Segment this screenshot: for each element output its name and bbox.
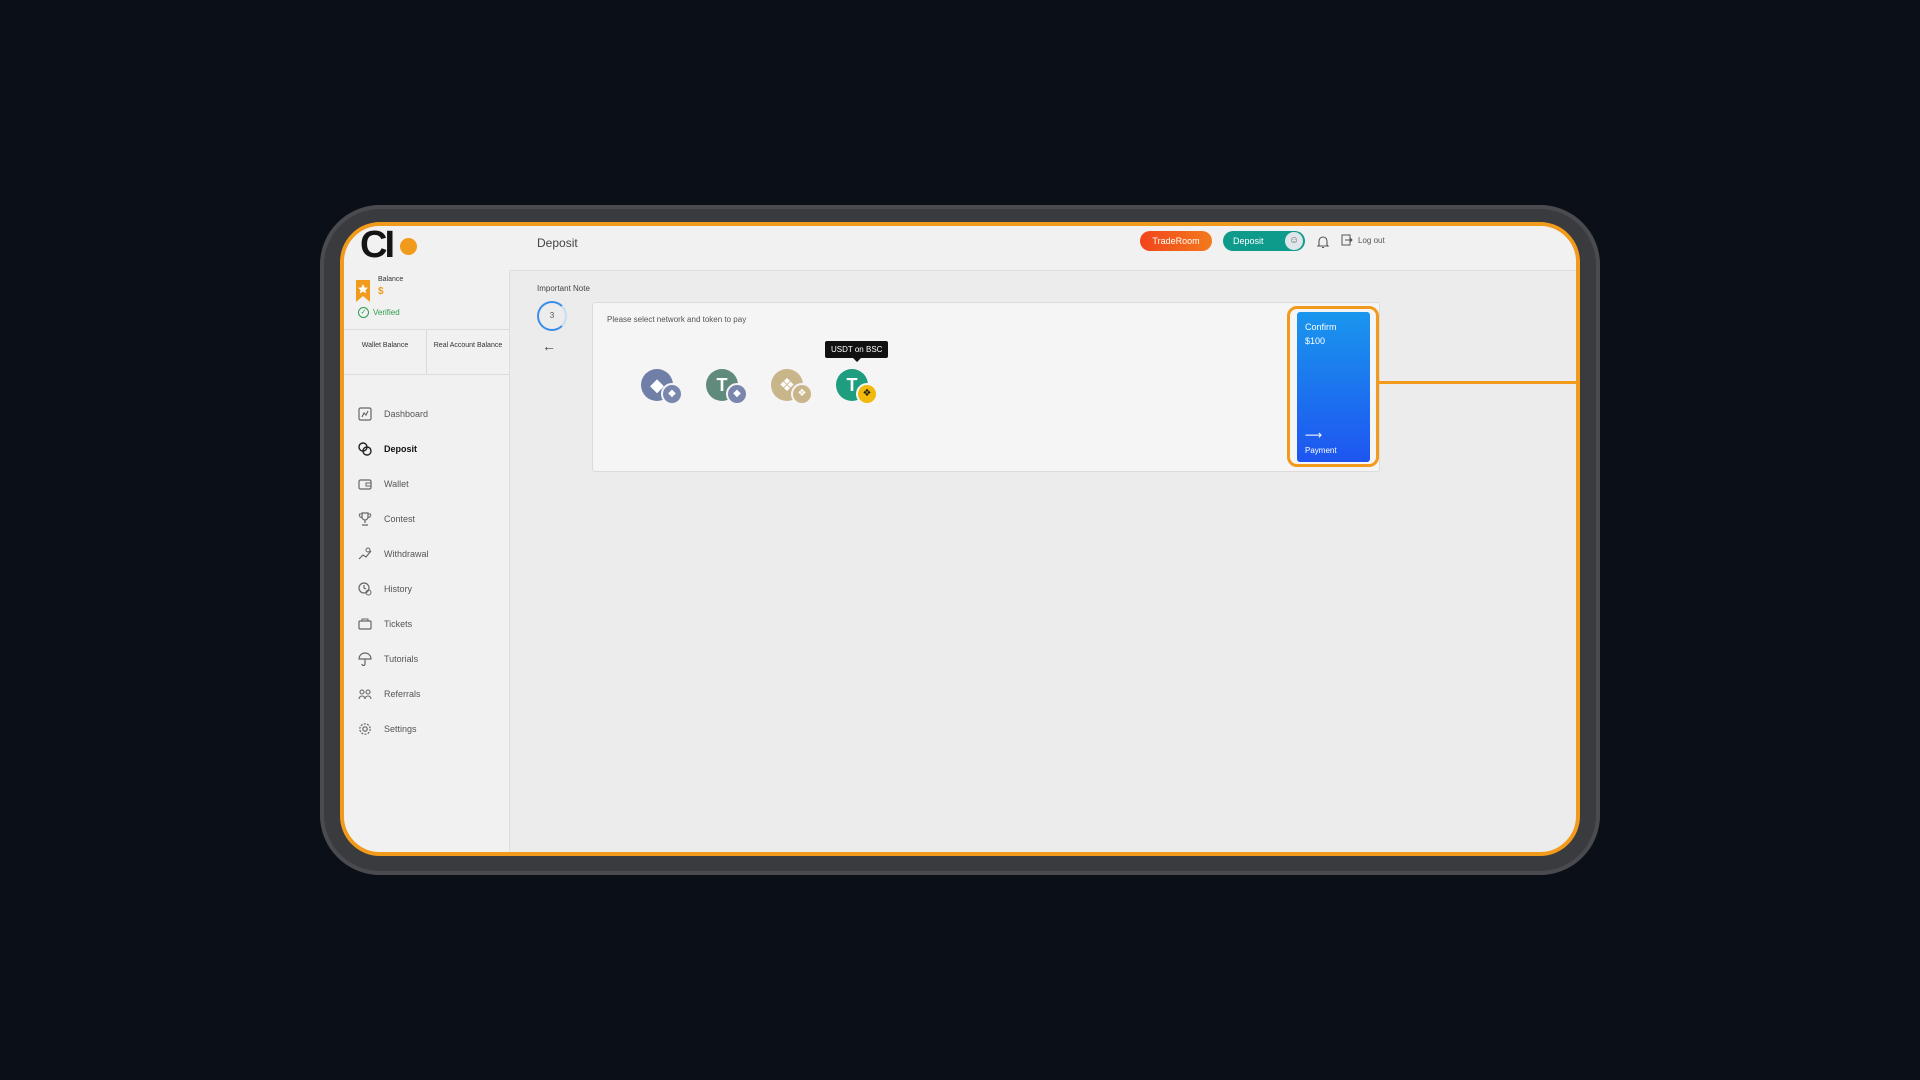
important-note-label: Important Note: [537, 284, 590, 293]
history-icon: [358, 581, 372, 595]
payment-label: Payment: [1305, 446, 1337, 455]
verified-label: Verified: [373, 308, 400, 317]
sidebar-item-dashboard[interactable]: Dashboard: [358, 396, 508, 431]
step-indicator: 3: [537, 301, 567, 331]
deposit-button-label: Deposit: [1233, 236, 1264, 246]
top-bar: Deposit TradeRoom Deposit ☺ Log out: [509, 226, 1576, 271]
confirm-label: Confirm $100: [1305, 320, 1337, 348]
ticket-icon: [358, 618, 372, 630]
coin-tooltip: USDT on BSC: [825, 341, 889, 362]
coin-bnb-on-bsc[interactable]: ❖ ❖: [771, 369, 813, 409]
app-screen: CI Balance $ ✓ Verified Wallet Balance R…: [340, 222, 1580, 856]
sidebar-item-label: Referrals: [384, 688, 421, 699]
deposit-icon: [358, 441, 372, 456]
dashboard-icon: [358, 406, 372, 421]
sidebar-item-tickets[interactable]: Tickets: [358, 606, 508, 641]
sidebar-item-label: Tickets: [384, 618, 413, 629]
sidebar-item-label: Wallet: [384, 478, 409, 489]
sidebar-item-label: Tutorials: [384, 653, 419, 664]
sidebar-item-contest[interactable]: Contest: [358, 501, 508, 536]
trophy-icon: [358, 511, 372, 526]
sidebar-item-label: Contest: [384, 513, 416, 524]
avatar[interactable]: ☺: [1285, 232, 1303, 250]
account-balance-row: Wallet Balance Real Account Balance: [344, 329, 509, 375]
sidebar-item-wallet[interactable]: Wallet: [358, 466, 508, 501]
bsc-network-icon: ❖: [791, 383, 813, 405]
wallet-balance-tab[interactable]: Wallet Balance: [344, 330, 427, 374]
coin-list: ◆ ◆ T ◆ ❖ ❖ T ❖: [641, 369, 878, 409]
logo-text: CI: [360, 224, 395, 266]
balance-label: Balance: [378, 276, 404, 283]
gear-icon: [359, 722, 371, 735]
withdrawal-icon: [358, 547, 372, 559]
logout-label: Log out: [1358, 235, 1385, 245]
bell-icon[interactable]: [1316, 235, 1330, 249]
confirm-text: Confirm: [1305, 322, 1337, 332]
logo-dot: [400, 238, 417, 255]
sidebar-nav: Dashboard Deposit Wallet Contest Withdra…: [358, 396, 508, 746]
sidebar-item-label: Deposit: [384, 443, 418, 454]
sidebar-item-withdrawal[interactable]: Withdrawal: [358, 536, 508, 571]
referrals-icon: [358, 688, 372, 699]
confirm-amount: $100: [1305, 336, 1326, 346]
sidebar-item-label: History: [384, 583, 413, 594]
sidebar-item-referrals[interactable]: Referrals: [358, 676, 508, 711]
sidebar-item-history[interactable]: History: [358, 571, 508, 606]
balance-value: $: [378, 286, 384, 297]
logo[interactable]: CI: [360, 226, 420, 266]
sidebar-item-tutorials[interactable]: Tutorials: [358, 641, 508, 676]
wallet-icon: [358, 478, 372, 490]
sidebar-item-settings[interactable]: Settings: [358, 711, 508, 746]
page-title: Deposit: [537, 236, 578, 250]
sidebar-item-label: Withdrawal: [384, 548, 429, 559]
coin-usdt-on-bsc[interactable]: T ❖: [836, 369, 878, 409]
traderoom-button[interactable]: TradeRoom: [1140, 231, 1212, 251]
logout-link[interactable]: Log out: [1341, 234, 1385, 246]
confirm-payment-button[interactable]: Confirm $100 ⟶ Payment: [1297, 312, 1370, 462]
sidebar: CI Balance $ ✓ Verified Wallet Balance R…: [344, 226, 510, 852]
deposit-button[interactable]: Deposit ☺: [1223, 231, 1305, 251]
confirm-highlight: [1287, 306, 1379, 467]
ribbon-star-icon: [356, 280, 370, 302]
network-token-card: Please select network and token to pay ◆…: [592, 302, 1380, 472]
card-title: Please select network and token to pay: [607, 315, 747, 324]
callout-line: [1376, 381, 1578, 384]
real-account-balance-tab[interactable]: Real Account Balance: [433, 342, 503, 349]
sidebar-item-label: Dashboard: [384, 408, 429, 419]
verified-status: ✓ Verified: [358, 307, 400, 318]
ethereum-network-icon: ◆: [726, 383, 748, 405]
coin-eth-on-eth[interactable]: ◆ ◆: [641, 369, 683, 409]
check-circle-icon: ✓: [358, 307, 369, 318]
sidebar-item-deposit[interactable]: Deposit: [358, 431, 508, 466]
ethereum-network-icon: ◆: [661, 383, 683, 405]
coin-usdt-on-eth[interactable]: T ◆: [706, 369, 748, 409]
sidebar-item-label: Settings: [384, 723, 417, 734]
bsc-network-icon: ❖: [856, 383, 878, 405]
back-arrow-icon[interactable]: ←: [542, 338, 556, 354]
umbrella-icon: [358, 651, 372, 666]
arrow-right-icon: ⟶: [1305, 428, 1323, 442]
logout-icon: [1341, 234, 1353, 246]
